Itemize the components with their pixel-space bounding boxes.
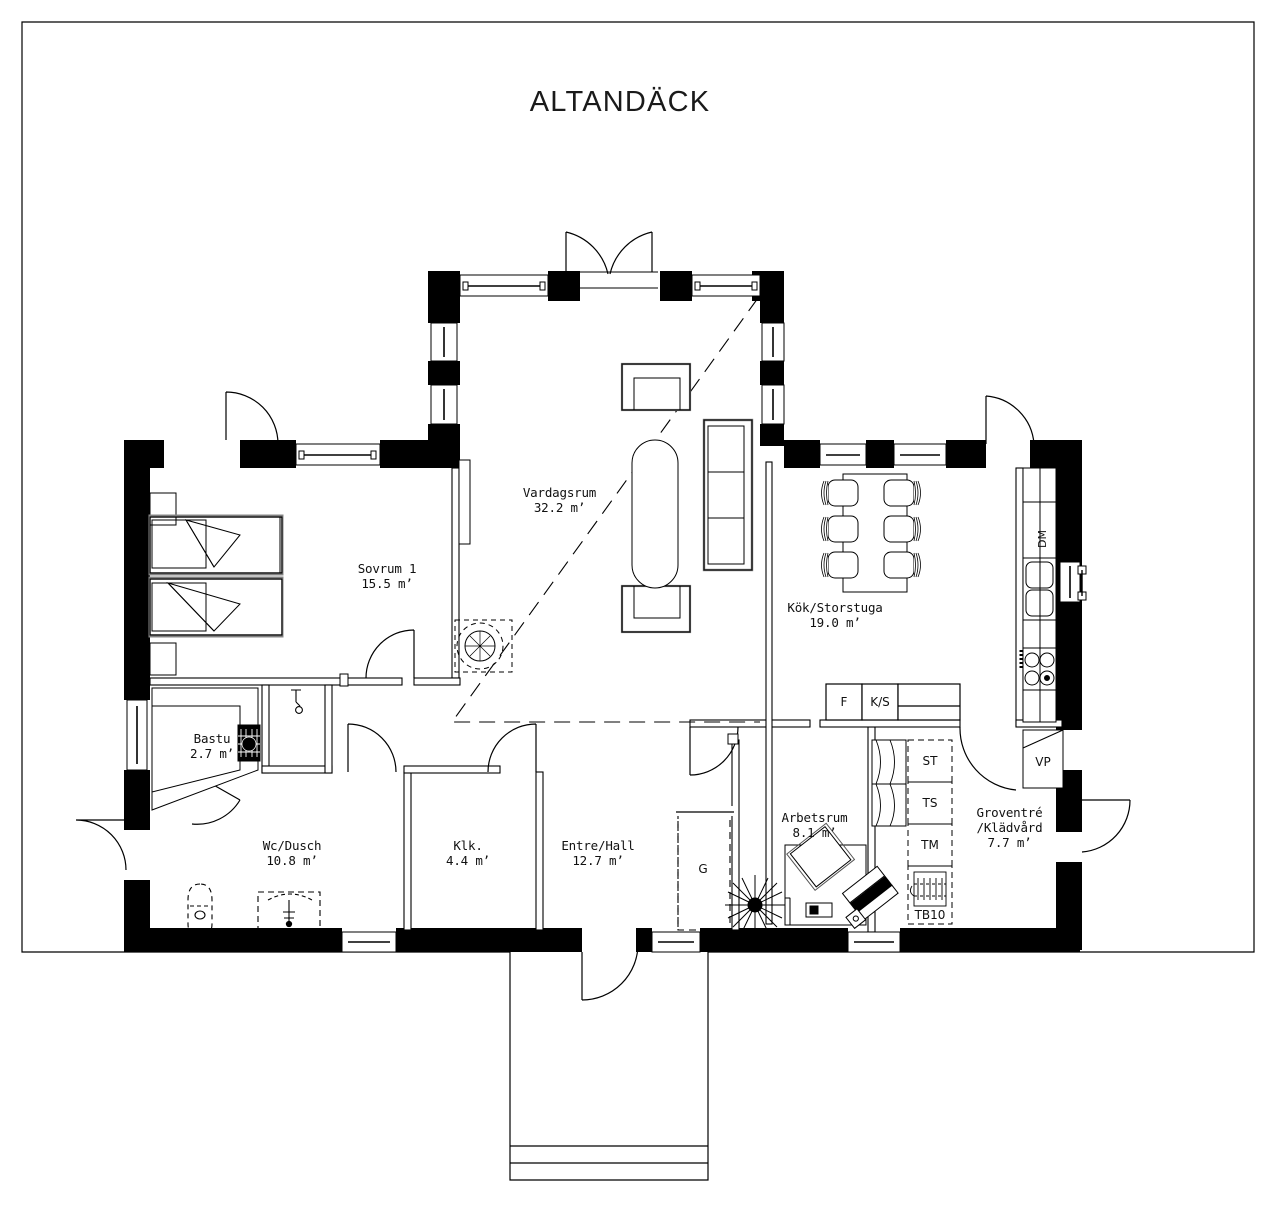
- fixture-label-freezer: K/S: [870, 695, 890, 709]
- fixture-label-heatpump-vp: VP: [1035, 755, 1051, 769]
- fixture-label-washer-tm: TM: [921, 838, 939, 852]
- threshold-marks: [339, 565, 1087, 745]
- potted-plant: [725, 875, 785, 935]
- fixture-label-storage-st: ST: [922, 754, 938, 768]
- doors: [75, 231, 1131, 1001]
- room-label-kok: Kök/Storstuga 19.0 m’: [787, 600, 883, 630]
- fixture-label-fridge: F: [840, 695, 848, 709]
- room-label-sovrum1: Sovrum 1 15.5 m’: [357, 561, 417, 591]
- room-label-groventre: Groventré /Klädvård 7.7 m’: [976, 805, 1043, 850]
- fixture-label-cabinet-tb10: TB10: [914, 908, 946, 922]
- fixture-label-dryer-ts: TS: [922, 796, 938, 810]
- kitchen-counter: [1019, 467, 1064, 789]
- office-furniture: [725, 822, 899, 935]
- room-label-vardagsrum: Vardagsrum 32.2 m’: [522, 485, 597, 515]
- room-label-entrehall: Entre/Hall 12.7 m’: [561, 838, 635, 868]
- tb10-detail: [909, 871, 947, 907]
- windows: [126, 274, 1081, 953]
- room-label-bastu: Bastu 2.7 m’: [190, 731, 234, 761]
- fixture-label-wardrobe-g: G: [698, 862, 708, 876]
- bathroom-fixtures: [187, 689, 321, 937]
- dining-set: [821, 473, 921, 593]
- page-title: ALTANDÄCK: [529, 86, 711, 118]
- sauna: [151, 687, 261, 811]
- utility-stack: [907, 739, 953, 925]
- vault-lines: [450, 297, 760, 723]
- room-label-klk: Klk. 4.4 m’: [446, 838, 490, 868]
- kitchen-tall-cabinets: [825, 683, 961, 721]
- wardrobe-unit: [871, 739, 907, 827]
- closet-g-solid: [676, 806, 734, 816]
- bedroom-furniture: [148, 492, 284, 676]
- room-label-wcdusch: Wc/Dusch 10.8 m’: [262, 838, 322, 868]
- interior-walls: [149, 461, 1063, 933]
- room-label-arbetsrum: Arbetsrum 8.1 m’: [781, 810, 848, 840]
- livingroom-furniture: [454, 362, 754, 673]
- fixture-label-dishwasher-dm: DM: [1036, 530, 1049, 548]
